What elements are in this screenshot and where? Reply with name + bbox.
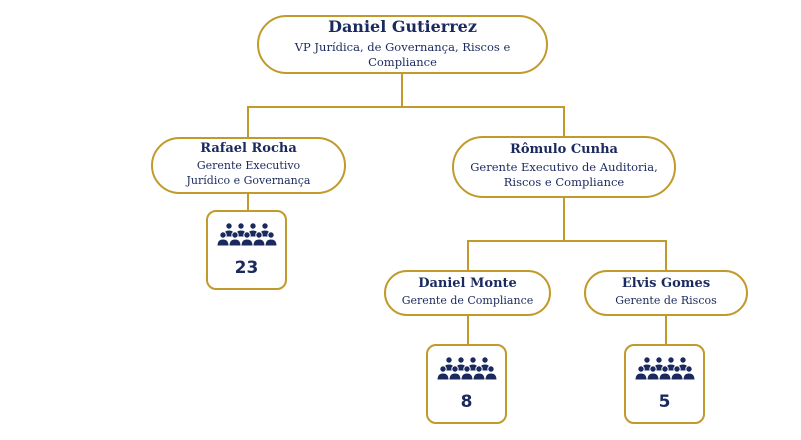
node-elvis-gomes: Elvis Gomes Gerente de Riscos [584,270,748,316]
connector-root-down [401,73,403,108]
node-role: Gerente de Riscos [615,294,717,308]
headcount-box-rafael: 23 [206,210,287,290]
connector-rafael-count [247,193,249,211]
connector-level1-horizontal [247,106,565,108]
headcount-value: 8 [460,392,473,412]
node-rafael-rocha: Rafael Rocha Gerente Executivo Jurídico … [151,137,346,194]
headcount-box-elvis: 5 [624,344,705,424]
node-role: VP Jurídica, de Governança, Riscos e Com… [294,39,511,70]
people-group-icon [435,356,498,384]
connector-romulo-down [563,197,565,242]
node-name: Elvis Gomes [621,276,711,292]
node-name: Rafael Rocha [200,141,297,157]
connector-monte-count [467,315,469,345]
node-name: Rômulo Cunha [510,142,618,158]
connector-elvis-count [665,315,667,345]
node-role-line1: Gerente Executivo de Auditoria, [470,159,658,174]
node-role-line2: Jurídico e Governança [186,173,311,187]
node-romulo-cunha: Rômulo Cunha Gerente Executivo de Audito… [452,136,676,198]
people-group-icon [215,222,278,250]
people-group-icon [633,356,696,384]
node-name: Daniel Monte [418,276,517,292]
node-role-line2: Riscos e Compliance [503,175,625,190]
node-daniel-monte: Daniel Monte Gerente de Compliance [384,270,551,316]
connector-to-elvis [665,240,667,271]
connector-level2-horizontal [467,240,667,242]
connector-to-monte [467,240,469,271]
node-daniel-gutierrez: Daniel Gutierrez VP Jurídica, de Governa… [257,15,548,74]
headcount-value: 5 [658,392,671,412]
headcount-box-monte: 8 [426,344,507,424]
node-name: Daniel Gutierrez [328,17,477,37]
headcount-value: 23 [234,258,259,278]
connector-to-rafael [247,106,249,138]
node-role-line1: Gerente Executivo [196,159,301,173]
node-role: Gerente de Compliance [401,294,534,308]
connector-to-romulo [563,106,565,137]
